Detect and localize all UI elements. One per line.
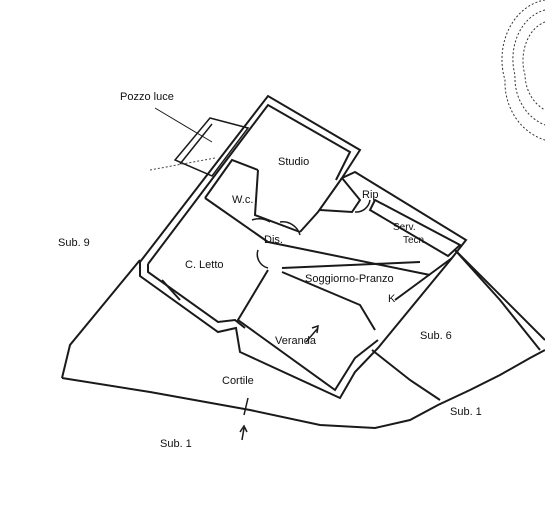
label-sub-1-left: Sub. 1	[160, 438, 192, 450]
veranda-arrow-icon	[305, 324, 319, 343]
label-soggiorno-pranzo: Soggiorno-Pranzo	[305, 273, 394, 285]
dotted-mark	[149, 157, 216, 171]
label-dis: Dis.	[264, 234, 283, 246]
label-pozzo-luce: Pozzo luce	[120, 91, 174, 103]
label-serv: Serv.	[393, 222, 416, 233]
interior-walls	[161, 158, 462, 401]
compass-rose-icon	[501, 0, 545, 141]
label-sub-9: Sub. 9	[58, 237, 90, 249]
label-sub-6: Sub. 6	[420, 330, 452, 342]
pozzo-luce-box	[173, 117, 250, 177]
lot-boundary	[61, 249, 545, 430]
label-rip: Rip	[362, 189, 379, 201]
pozzo-luce-leader	[154, 107, 213, 143]
label-studio: Studio	[278, 156, 309, 168]
label-c-letto: C. Letto	[185, 259, 224, 271]
building-walls	[139, 94, 468, 400]
label-cortile: Cortile	[222, 375, 254, 387]
label-sub-1-right: Sub. 1	[450, 406, 482, 418]
door-swing-icons	[251, 199, 371, 269]
label-wc: W.c.	[232, 194, 253, 206]
label-veranda: Veranda	[275, 335, 317, 347]
label-tecn: Tecn.	[403, 235, 427, 246]
label-k: K	[388, 293, 396, 305]
entrance-arrow-icon	[239, 397, 249, 441]
